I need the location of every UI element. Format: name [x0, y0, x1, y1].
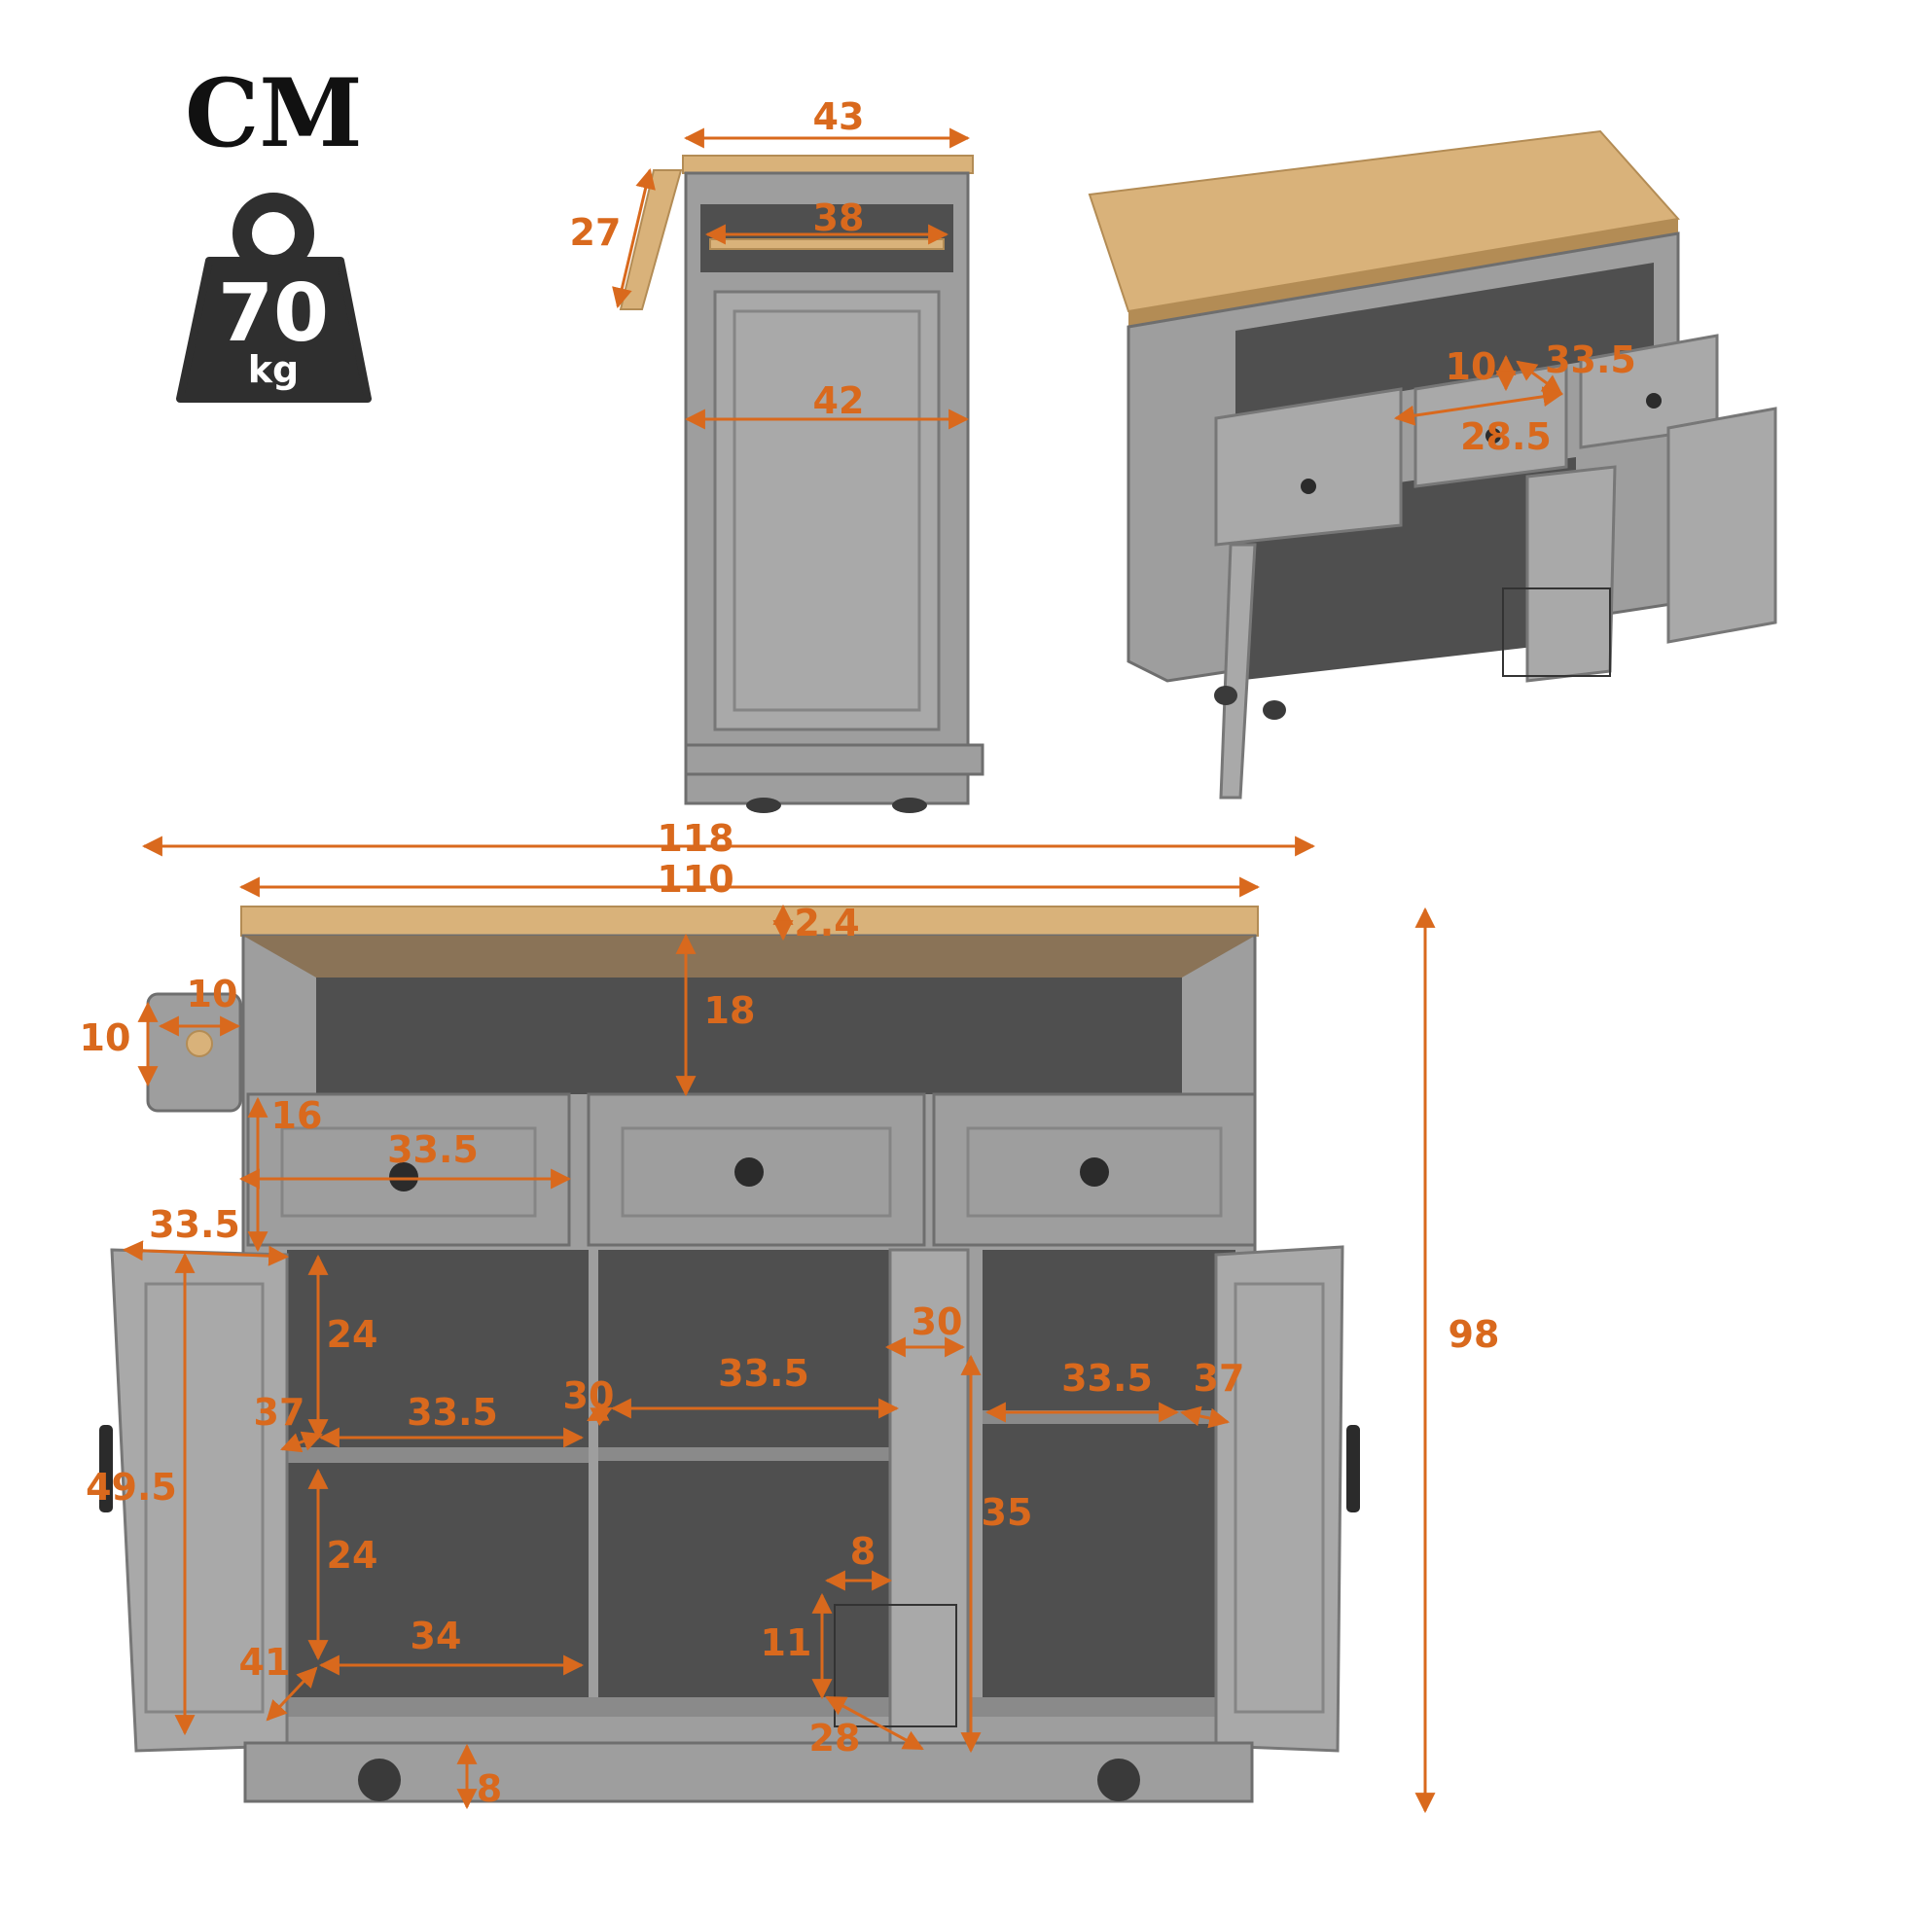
iso-drawer-depth: 33.5	[1545, 338, 1636, 381]
right-shelf-depth: 37	[1194, 1357, 1245, 1400]
overall-height: 98	[1449, 1313, 1500, 1356]
side-top-width: 43	[813, 95, 865, 138]
front-view-cabinet	[99, 906, 1360, 1803]
iso-drawer-height: 10	[1446, 345, 1497, 388]
side-towel-bar: 38	[813, 196, 865, 239]
caster-height: 8	[477, 1767, 502, 1810]
basket-width: 8	[850, 1530, 876, 1573]
hook-width: 10	[187, 973, 238, 1015]
side-leaf-depth: 27	[570, 211, 622, 254]
left-bottom-depth-line	[266, 1666, 318, 1722]
drawer-width: 33.5	[387, 1128, 479, 1171]
door-width-line	[122, 1240, 290, 1266]
basket-length: 28	[809, 1717, 861, 1760]
center-gap: 30	[563, 1374, 615, 1417]
iso-drawer-width-line	[1393, 386, 1564, 426]
lower-shelf-height: 24	[327, 1534, 378, 1577]
open-shelf-height: 18	[704, 989, 756, 1032]
side-body-width: 42	[813, 379, 865, 422]
drawer-height: 16	[271, 1094, 323, 1137]
side-leaf-depth-line	[612, 167, 656, 309]
overall-width: 118	[657, 817, 733, 860]
rack-height: 35	[982, 1491, 1033, 1534]
left-bottom-depth: 41	[239, 1641, 291, 1684]
unit-label: CM	[185, 58, 363, 168]
left-shelf-depth-line	[280, 1431, 323, 1453]
door-width: 33.5	[149, 1203, 240, 1246]
right-shelf-width: 33.5	[1061, 1357, 1153, 1400]
left-shelf-width: 33.5	[407, 1391, 498, 1434]
side-view-cabinet	[619, 155, 984, 813]
weight-unit: kg	[248, 348, 299, 391]
weight-value: 70	[218, 267, 329, 360]
iso-view-cabinet	[1088, 129, 1777, 800]
iso-drawer-width: 28.5	[1460, 415, 1552, 458]
basket-height: 11	[761, 1621, 812, 1664]
top-thickness: 2.4	[794, 902, 859, 944]
door-height: 49.5	[86, 1466, 177, 1509]
right-shelf-depth-line	[1179, 1405, 1231, 1429]
rack-width: 30	[912, 1300, 963, 1343]
center-shelf-width: 33.5	[718, 1352, 809, 1395]
weight-icon	[176, 193, 372, 403]
center-gap-line	[587, 1402, 613, 1427]
left-bottom-width: 34	[411, 1615, 462, 1657]
left-shelf-depth: 37	[254, 1391, 305, 1434]
hook-height: 10	[80, 1016, 131, 1059]
basket-length-line	[825, 1695, 924, 1751]
top-width: 110	[657, 858, 733, 901]
upper-shelf-height: 24	[327, 1313, 378, 1356]
